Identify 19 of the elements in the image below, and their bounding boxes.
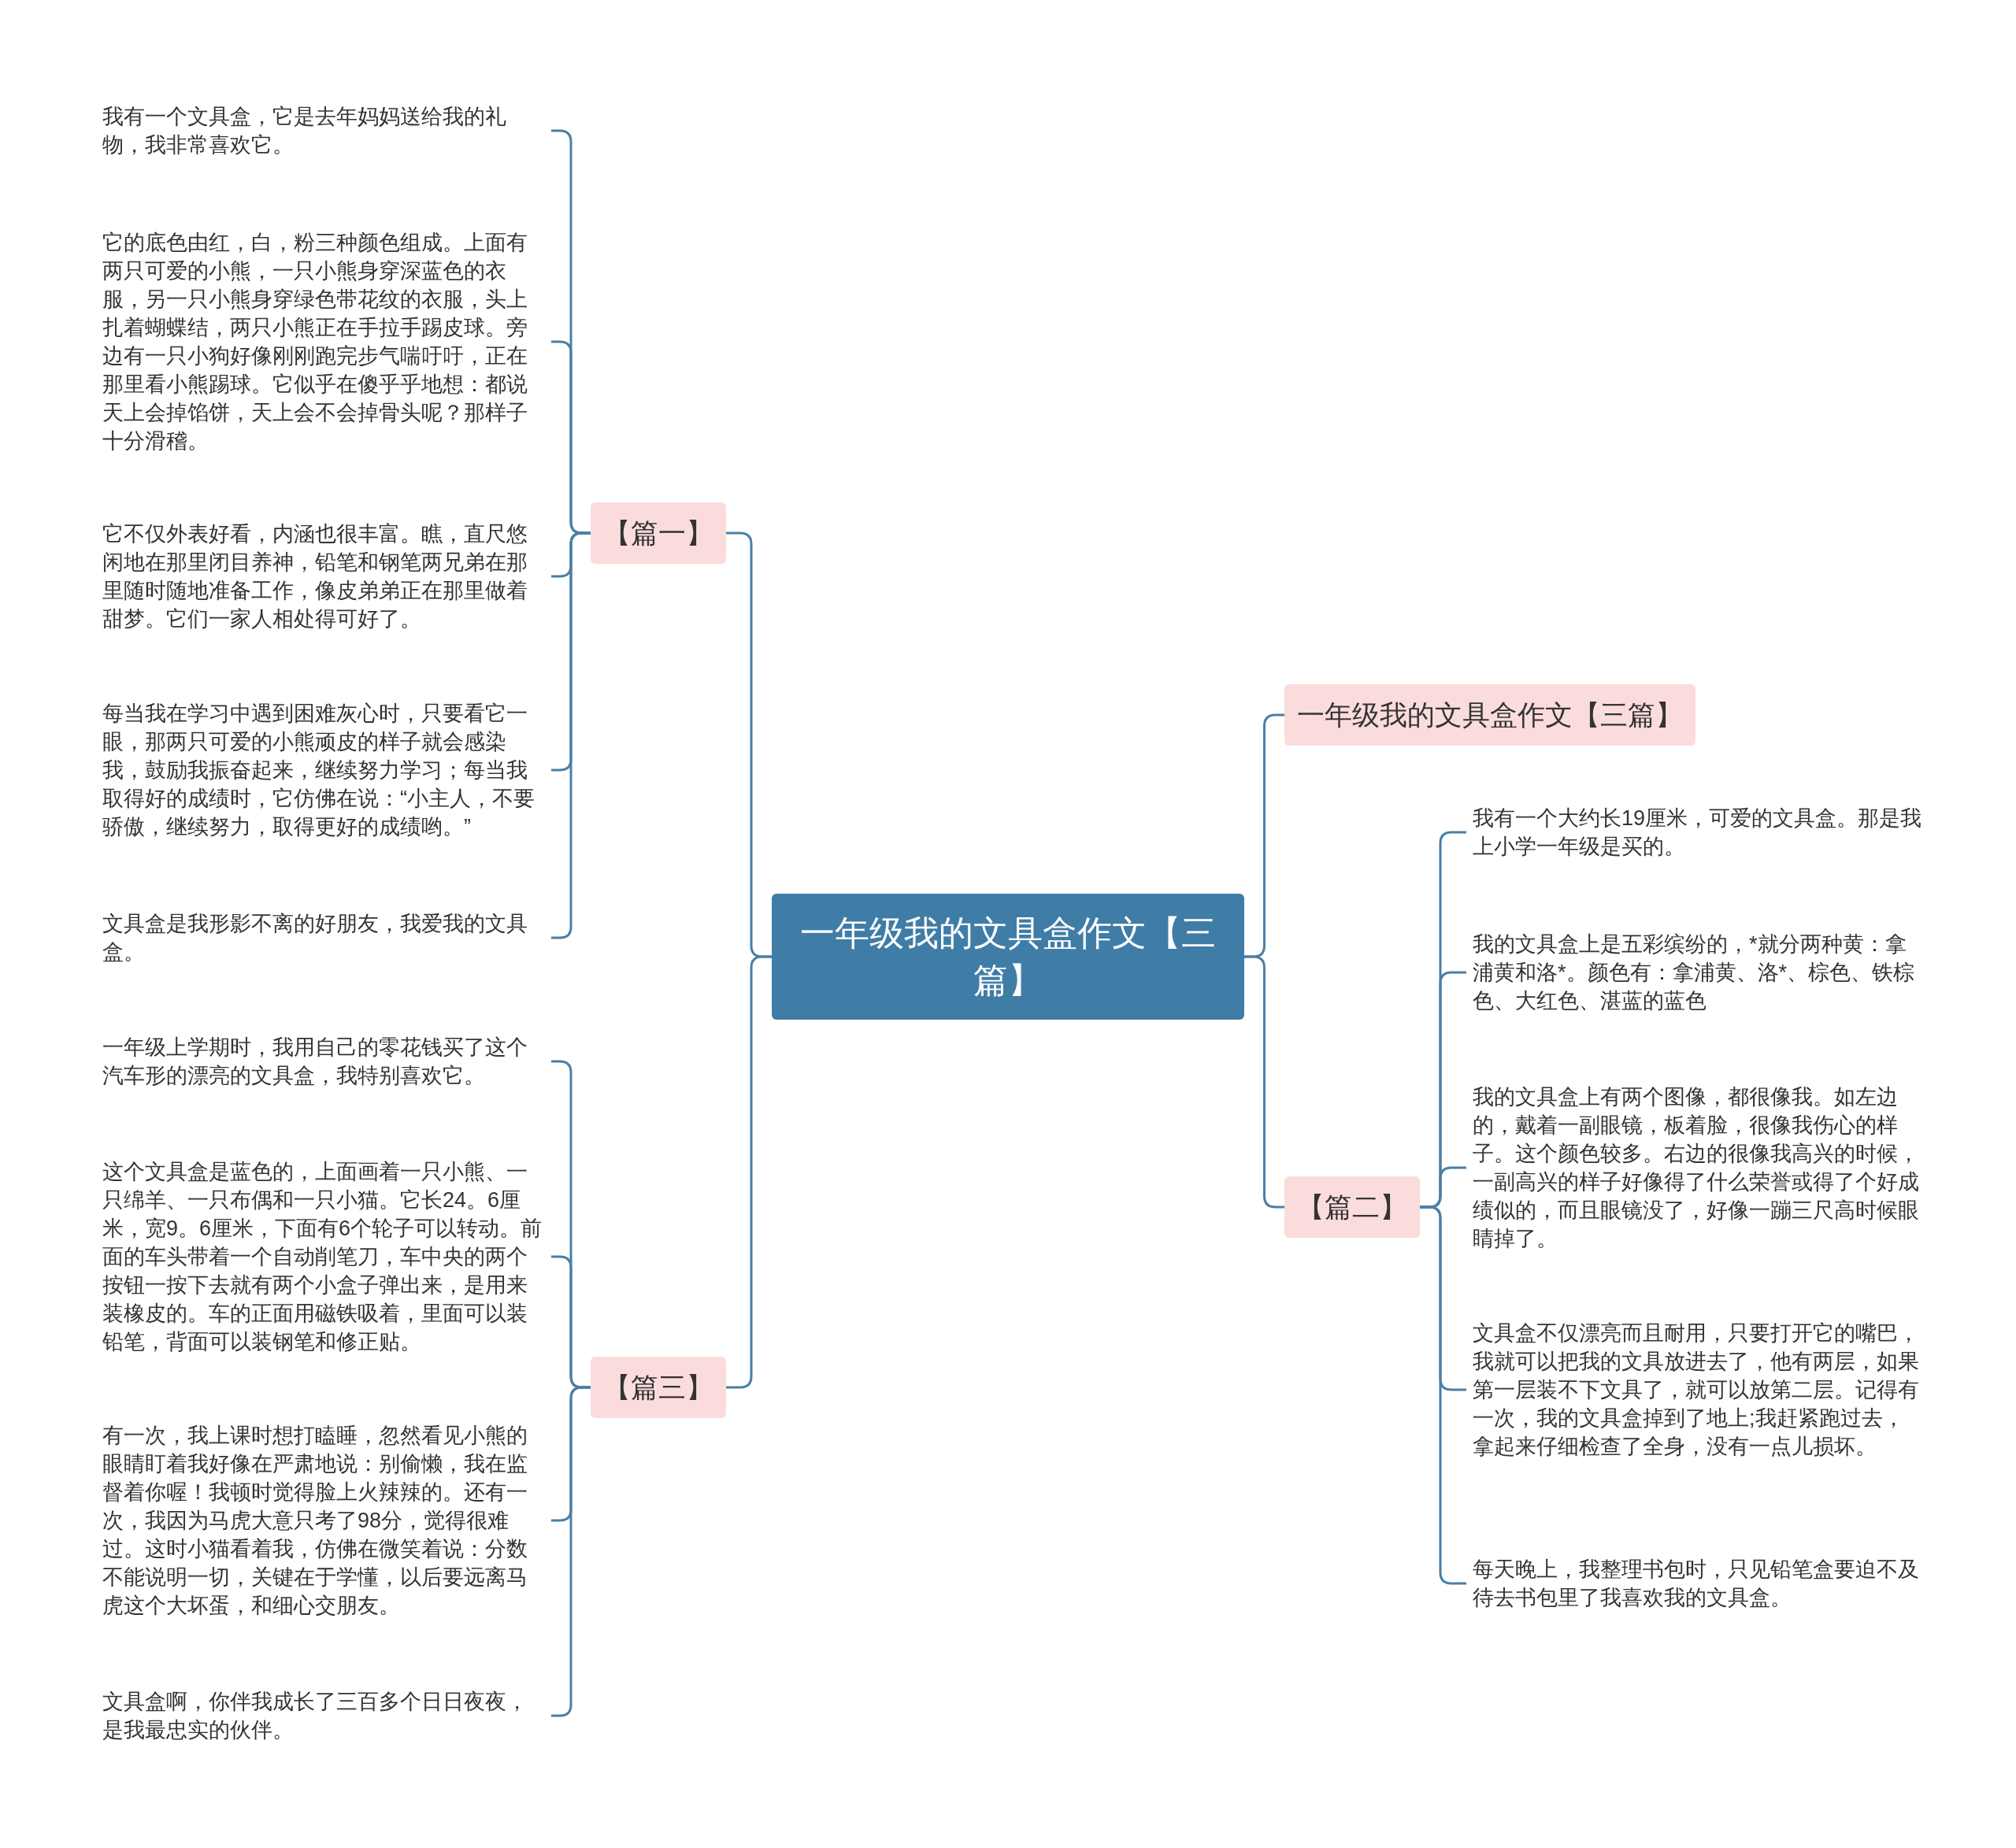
note-text: 我有一个文具盒，它是去年妈妈送给我的礼物，我非常喜欢它。 <box>96 102 551 159</box>
topic-box: 一年级我的文具盒作文【三篇】 <box>772 894 1244 1020</box>
note-text: 它不仅外表好看，内涵也很丰富。瞧，直尺悠闲地在那里闭目养神，铅笔和钢笔两兄弟在那里随时随地准备工作，像皮弟弟正在那里做着甜梦。它们一家人相处得可好了。 <box>96 520 551 633</box>
branch-box: 【篇一】 <box>591 502 726 564</box>
note-text: 有一次，我上课时想打瞌睡，忽然看见小熊的眼睛盯着我好像在严肃地说：别偷懒，我在监督着你喔！我顿时觉得脸上火辣辣的。还有一次，我因为马虎大意只考了98分，觉得很难过。这时小猫看着我，仿佛在微笑着说：分数不能说明一切，关键在于学懂，以后要远离马虎这个大坏蛋，和细心交朋友。 <box>96 1421 551 1620</box>
note-text: 我有一个大约长19厘米，可爱的文具盒。那是我上小学一年级是买的。 <box>1466 804 1931 861</box>
note-text: 它的底色由红，白，粉三种颜色组成。上面有两只可爱的小熊，一只小熊身穿深蓝色的衣服，另一只小熊身穿绿色带花纹的衣服，头上扎着蝴蝶结，两只小熊正在手拉手踢皮球。旁边有一只小狗好像刚刚跑完步气喘吁吁，正在那里看小熊踢球。它似乎在傻乎乎地想：都说天上会掉馅饼，天上会不会掉骨头呢？那样子十分滑稽。 <box>96 228 551 455</box>
note-text: 每当我在学习中遇到困难灰心时，只要看它一眼，那两只可爱的小熊顽皮的样子就会感染我，鼓励我振奋起来，继续努力学习；每当我取得好的成绩时，它仿佛在说：“小主人，不要骄傲，继续努力，取得更好的成绩哟。” <box>96 699 551 841</box>
branch-box: 【篇二】 <box>1284 1176 1420 1238</box>
branch-box: 一年级我的文具盒作文【三篇】 <box>1284 684 1695 746</box>
note-text: 我的文具盒上有两个图像，都很像我。如左边的，戴着一副眼镜，板着脸，很像我伤心的样子。这个颜色较多。右边的很像我高兴的时候，一副高兴的样子好像得了什么荣誉或得了个好成绩似的，而且眼镜没了，好像一蹦三尺高时候眼睛掉了。 <box>1466 1083 1931 1253</box>
note-text: 这个文具盒是蓝色的，上面画着一只小熊、一只绵羊、一只布偶和一只小猫。它长24。6厘米，宽9。6厘米，下面有6个轮子可以转动。前面的车头带着一个自动削笔刀，车中央的两个按钮一按下去就有两个小盒子弹出来，是用来装橡皮的。车的正面用磁铁吸着，里面可以装铅笔，背面可以装钢笔和修正贴。 <box>96 1157 551 1356</box>
note-text: 我的文具盒上是五彩缤纷的，*就分两种黄：拿浦黄和洛*。颜色有：拿浦黄、洛*、棕色、铁棕色、大红色、湛蓝的蓝色 <box>1466 930 1931 1015</box>
note-text: 文具盒啊，你伴我成长了三百多个日日夜夜，是我最忠实的伙伴。 <box>96 1687 551 1744</box>
branch-box: 【篇三】 <box>591 1357 726 1418</box>
note-text: 文具盒是我形影不离的好朋友，我爱我的文具盒。 <box>96 909 551 966</box>
note-text: 每天晚上，我整理书包时，只见铅笔盒要迫不及待去书包里了我喜欢我的文具盒。 <box>1466 1555 1931 1612</box>
note-text: 一年级上学期时，我用自己的零花钱买了这个汽车形的漂亮的文具盒，我特别喜欢它。 <box>96 1033 551 1090</box>
note-text: 文具盒不仅漂亮而且耐用，只要打开它的嘴巴，我就可以把我的文具放进去了，他有两层，如果第一层装不下文具了，就可以放第二层。记得有一次，我的文具盒掉到了地上;我赶紧跑过去，拿起来仔细检查了全身，没有一点儿损坏。 <box>1466 1319 1931 1461</box>
